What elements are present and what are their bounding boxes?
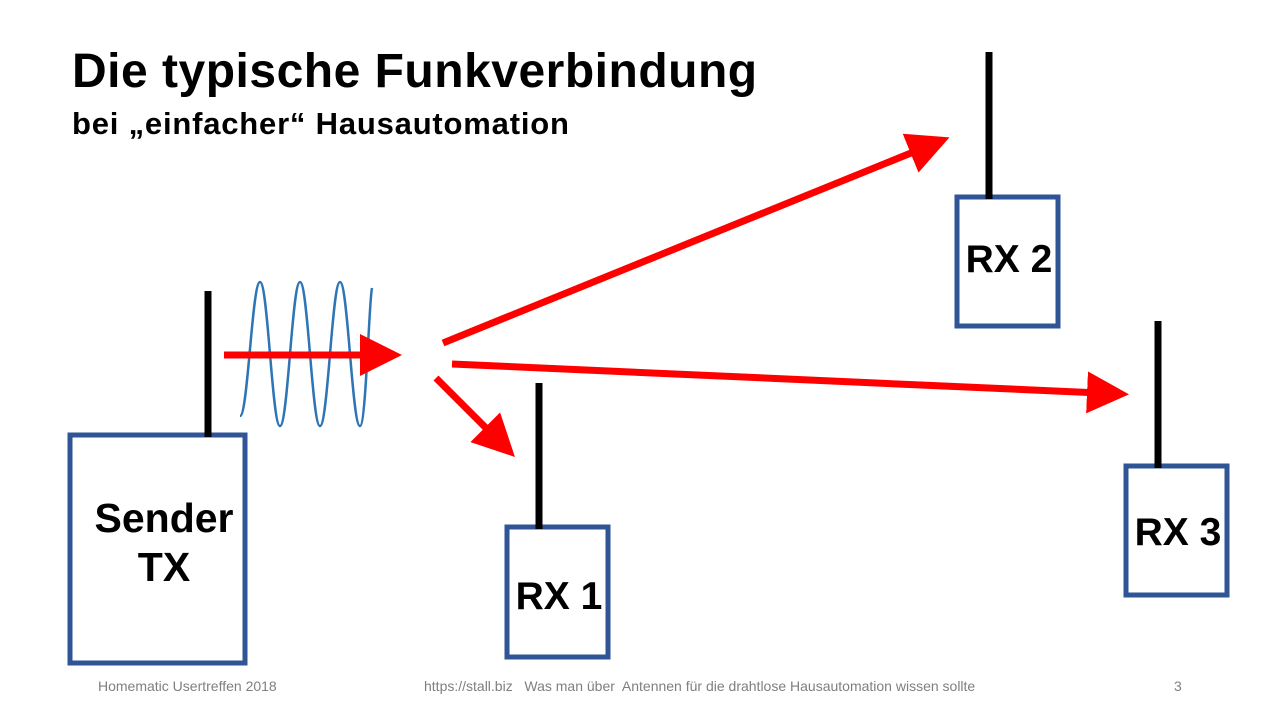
slide-subtitle: bei „einfacher“ Hausautomation [72, 106, 570, 141]
footer-left: Homematic Usertreffen 2018 [98, 678, 277, 694]
rx3-box [1123, 463, 1230, 598]
footer-page-number: 3 [1174, 678, 1182, 694]
rx2-box [954, 194, 1061, 329]
arrow-to-rx1 [433, 375, 515, 457]
sender-box [67, 432, 248, 666]
rx2-label: RX 2 [965, 238, 1053, 281]
rx3-label: RX 3 [1134, 511, 1222, 554]
slide-title: Die typische Funkverbindung [72, 45, 758, 98]
rx1-label: RX 1 [515, 575, 603, 618]
rx1-box [504, 524, 611, 660]
footer-center: https://stall.biz Was man über Antennen … [424, 678, 976, 694]
arrow-to-rx3 [451, 360, 1129, 414]
arrow-to-rx2 [441, 133, 950, 347]
sender-label: Sender TX [94, 495, 234, 591]
